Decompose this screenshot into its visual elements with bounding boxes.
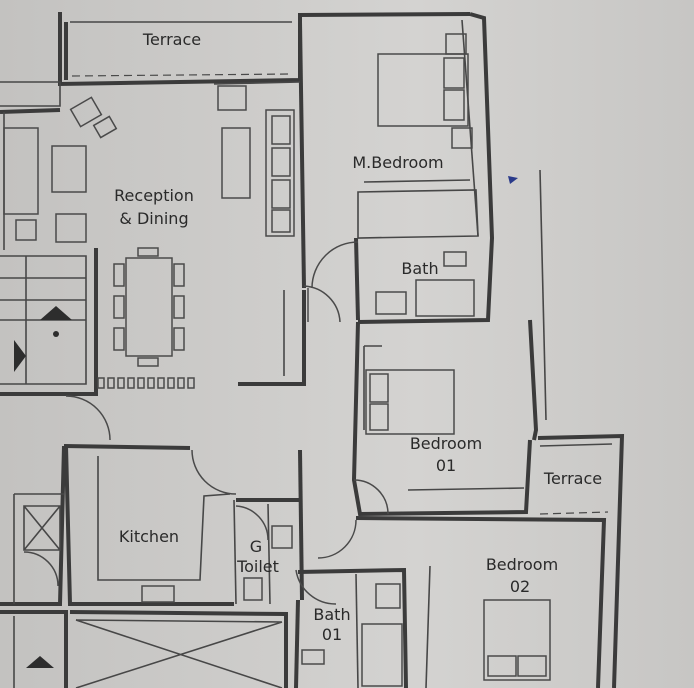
furniture <box>3 33 551 687</box>
label-bath-01: Bath <box>313 605 350 624</box>
label-bath-01-number: 01 <box>322 625 342 644</box>
pen-mark-icon <box>508 176 518 184</box>
label-guest-toilet: Toilet <box>236 557 279 576</box>
room-labels: Terrace Reception & Dining M.Bedroom Bat… <box>114 30 602 644</box>
label-guest-toilet-g: G <box>250 537 262 556</box>
label-terrace-top: Terrace <box>142 30 201 49</box>
label-bedroom-02: Bedroom <box>486 555 558 574</box>
label-reception: Reception <box>114 186 194 205</box>
door-swings <box>23 241 389 605</box>
label-master-bedroom: M.Bedroom <box>352 153 443 172</box>
label-terrace-right: Terrace <box>543 469 602 488</box>
label-bedroom-01: Bedroom <box>410 434 482 453</box>
label-kitchen: Kitchen <box>119 527 179 546</box>
label-dining: & Dining <box>119 209 188 228</box>
label-bath-master: Bath <box>401 259 438 278</box>
label-bedroom-02-number: 02 <box>510 577 530 596</box>
label-bedroom-01-number: 01 <box>436 456 456 475</box>
